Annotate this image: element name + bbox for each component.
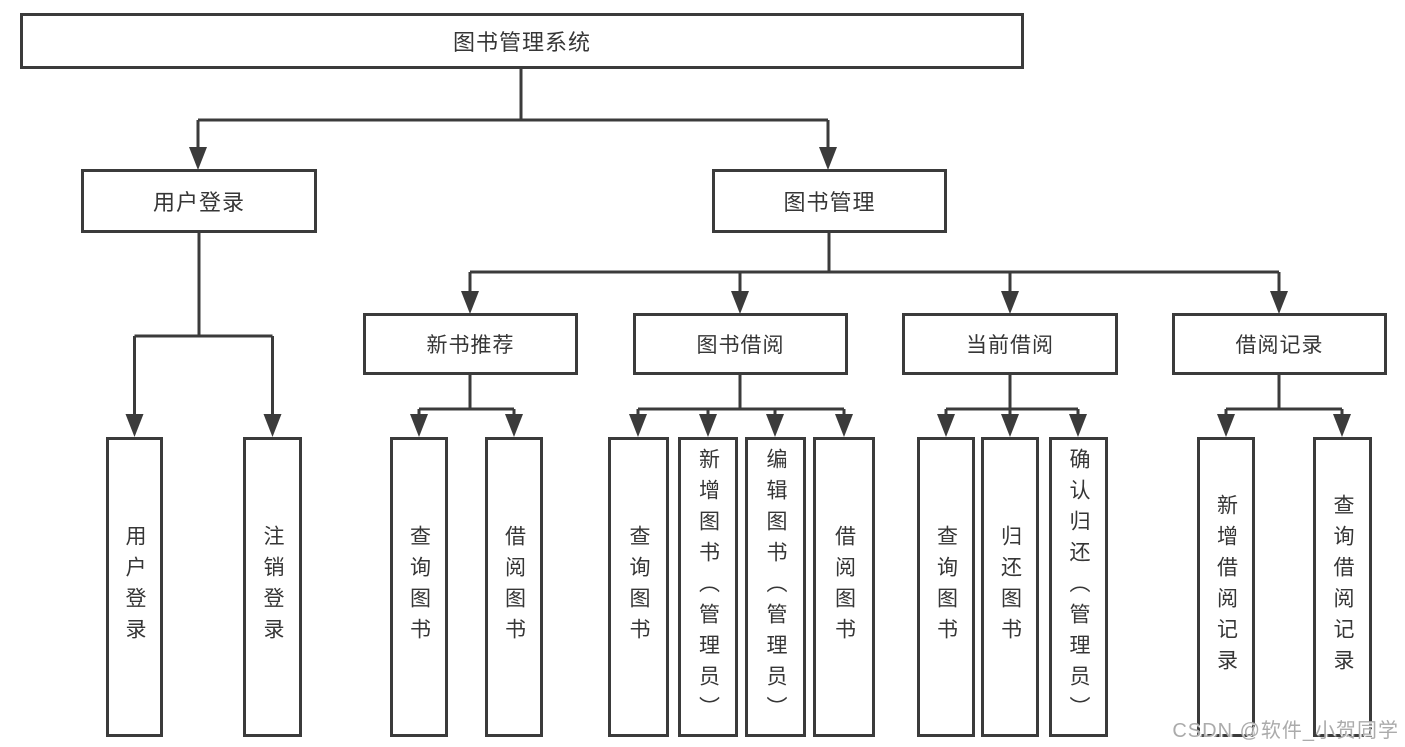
leaf-recommend-query-books: 查询图书 [390, 437, 448, 737]
node-new-book-recommend: 新书推荐 [363, 313, 578, 375]
arrowhead [766, 414, 784, 437]
node-borrow-records: 借阅记录 [1172, 313, 1387, 375]
node-user-login: 用户登录 [81, 169, 317, 233]
arrowhead [263, 414, 282, 437]
connector-current-borrow-to-leaves [937, 375, 1087, 437]
arrowhead [629, 414, 647, 437]
connector-book-management-to-level3 [461, 233, 1288, 314]
arrowhead [461, 291, 479, 314]
leaf-borrow-edit-books-admin: 编辑图书（管理员） [745, 437, 806, 737]
arrowhead [1270, 291, 1288, 314]
connector-borrow-records-to-leaves [1217, 375, 1351, 437]
leaf-borrow-borrow-books: 借阅图书 [813, 437, 875, 737]
leaf-borrow-query-books: 查询图书 [608, 437, 669, 737]
arrowhead [410, 414, 428, 437]
arrowhead [189, 147, 207, 170]
leaf-current-query-books: 查询图书 [917, 437, 975, 737]
leaf-user-login: 用户登录 [106, 437, 163, 737]
node-current-borrow: 当前借阅 [902, 313, 1118, 375]
arrowhead [505, 414, 523, 437]
leaf-current-return-books: 归还图书 [981, 437, 1039, 737]
node-book-management: 图书管理 [712, 169, 947, 233]
leaf-records-query: 查询借阅记录 [1313, 437, 1372, 737]
arrowhead [699, 414, 717, 437]
leaf-records-add: 新增借阅记录 [1197, 437, 1255, 737]
leaf-borrow-add-books-admin: 新增图书（管理员） [678, 437, 738, 737]
arrowhead [835, 414, 853, 437]
node-library-management-system: 图书管理系统 [20, 13, 1024, 69]
arrowhead [1333, 414, 1351, 437]
arrowhead [1001, 291, 1019, 314]
arrowhead [1217, 414, 1235, 437]
arrowhead [125, 414, 144, 437]
leaf-current-confirm-return-admin: 确认归还（管理员） [1049, 437, 1108, 737]
node-book-borrow: 图书借阅 [633, 313, 848, 375]
connector-root-to-level2 [189, 69, 837, 170]
connector-book-borrow-to-leaves [629, 375, 853, 437]
arrowhead [937, 414, 955, 437]
connector-new-book-recommend-to-leaves [410, 375, 523, 437]
leaf-recommend-borrow-books: 借阅图书 [485, 437, 543, 737]
arrowhead [731, 291, 749, 314]
leaf-logout: 注销登录 [243, 437, 302, 737]
arrowhead [1069, 414, 1087, 437]
connector-user-login-to-leaves [125, 233, 282, 437]
arrowhead [1001, 414, 1019, 437]
watermark: CSDN @软件_小贺同学 [1172, 720, 1399, 742]
arrowhead [819, 147, 837, 170]
